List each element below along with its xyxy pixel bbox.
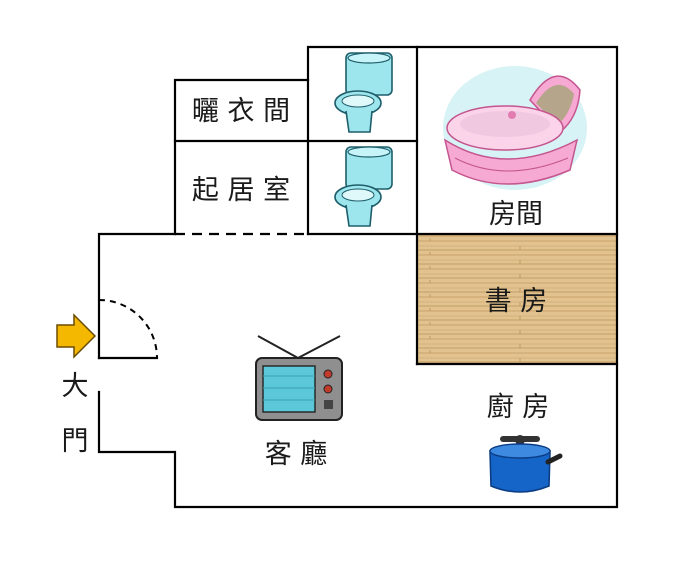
study-label: 書 房 [485,286,548,317]
walls [97,45,619,509]
toilet-icon [334,52,393,133]
living-room-label: 起 居 室 [192,175,290,206]
bedroom-label: 房間 [489,199,543,230]
laundry-room-label: 曬 衣 間 [192,96,290,127]
entrance-label-char1: 大 [62,371,89,402]
entrance-arrow-icon [56,313,97,359]
hall-label: 客 廳 [265,439,328,470]
cradle-icon [443,66,587,190]
tv-icon [255,335,343,421]
entrance-label-char2: 門 [62,426,89,457]
entrance-door-swing [98,299,158,359]
kitchen-label: 廚 房 [487,392,550,423]
toilet-icon [334,146,393,227]
study-room [417,234,617,364]
pot-icon [489,435,563,493]
